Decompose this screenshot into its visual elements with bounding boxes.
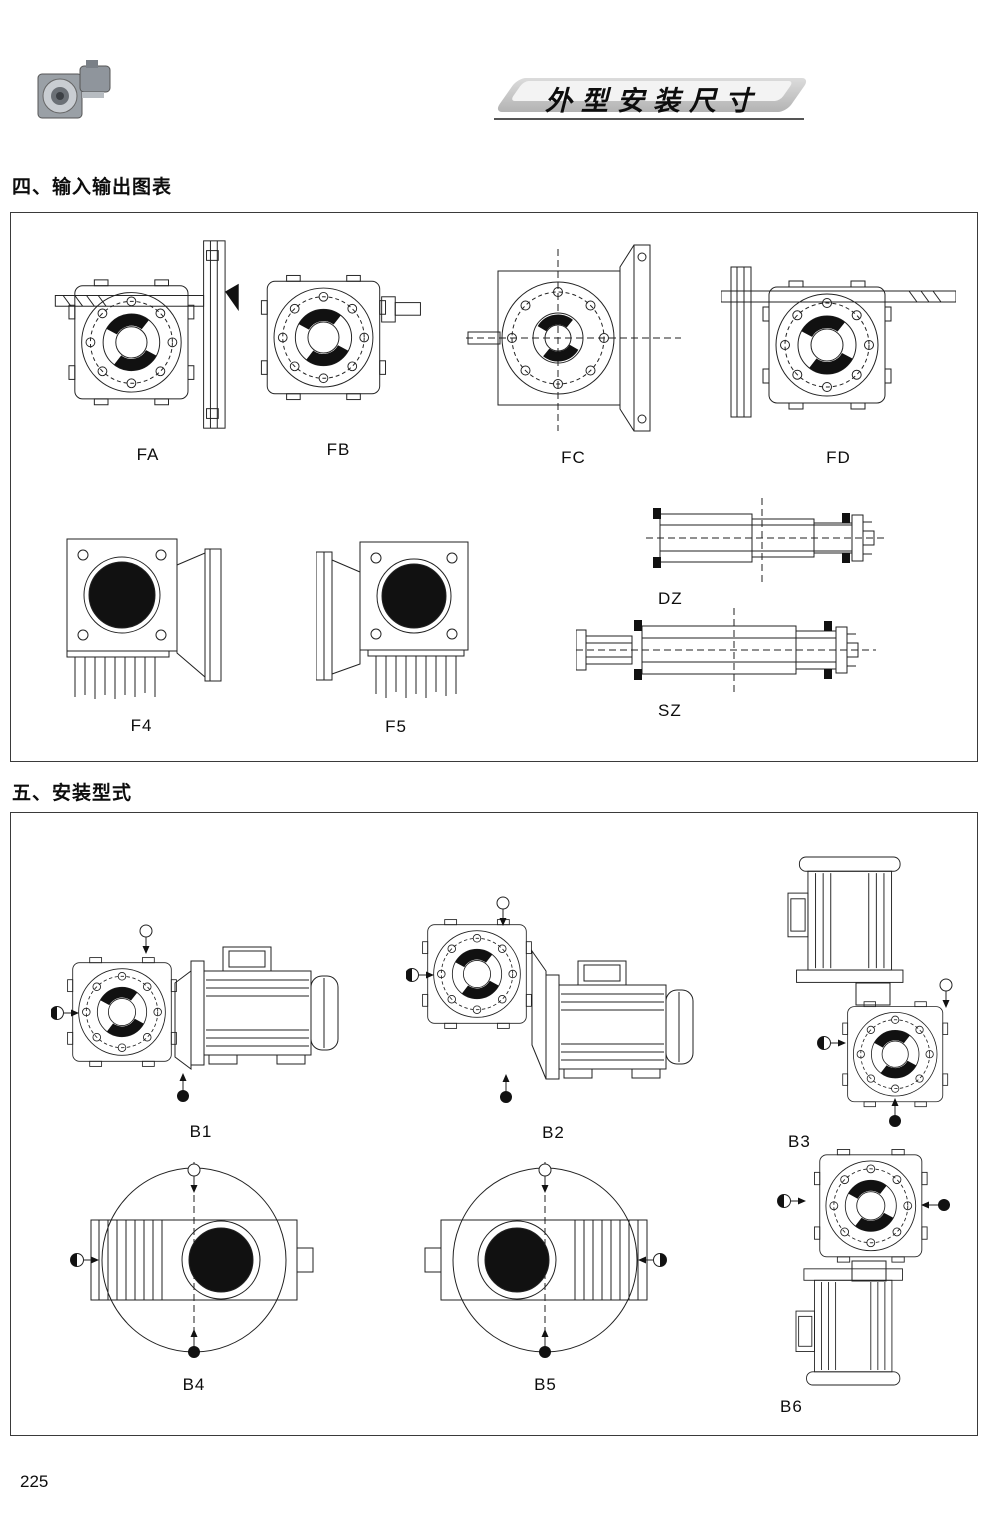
drawing-b6 — [777, 1143, 951, 1386]
section-mount-heading: 五、安装型式 — [12, 783, 133, 804]
figure-b3: B3 — [766, 843, 971, 1152]
mounting-types-frame: B1 B2 — [10, 812, 978, 1436]
figure-b2: B2 — [406, 895, 701, 1143]
drawing-sz — [576, 608, 876, 693]
drawing-fb — [251, 258, 421, 418]
figure-fc: FC — [466, 241, 681, 468]
drawing-fd — [721, 266, 956, 418]
io-diagrams-frame: FA FB — [10, 212, 978, 762]
figure-label-dz: DZ — [658, 589, 683, 608]
figure-label-fb: FB — [326, 440, 351, 459]
figure-label-fd: FD — [826, 448, 851, 467]
figure-label-f5: F5 — [385, 717, 407, 736]
figure-label-sz: SZ — [658, 701, 682, 720]
figure-b6: B6 — [766, 1143, 971, 1417]
figure-label-b6: B6 — [780, 1397, 803, 1416]
drawing-fa — [54, 240, 239, 429]
drawing-b3 — [787, 856, 971, 1128]
figure-label-b3: B3 — [788, 1132, 811, 1151]
figure-fb: FB — [251, 258, 426, 460]
figure-fa: FA — [53, 235, 243, 465]
header-banner: 外型安装尺寸 — [494, 74, 810, 124]
gearbox-photo-icon — [37, 60, 111, 119]
drawing-fc — [466, 244, 681, 432]
drawing-f5 — [316, 541, 469, 698]
drawing-b1 — [51, 924, 339, 1103]
drawing-b2 — [406, 896, 694, 1104]
drawing-b5 — [424, 1162, 667, 1359]
figure-label-b1: B1 — [189, 1122, 213, 1141]
figure-b5: B5 — [423, 1158, 668, 1395]
drawing-dz — [646, 498, 886, 583]
figure-label-f4: F4 — [130, 716, 153, 735]
page-header-title: 外型安装尺寸 — [545, 86, 761, 116]
figure-sz: SZ — [576, 608, 876, 721]
banner-underline — [494, 118, 804, 120]
figure-f5: F5 — [316, 518, 476, 737]
figure-b1: B1 — [51, 891, 351, 1142]
figure-label-b2: B2 — [542, 1123, 565, 1142]
figure-f4: F4 — [59, 513, 224, 736]
page-number: 225 — [20, 1472, 49, 1491]
figure-label-fa: FA — [136, 445, 160, 464]
figure-label-b5: B5 — [534, 1375, 557, 1394]
product-photo — [36, 56, 116, 132]
figure-fd: FD — [721, 255, 956, 468]
figure-b4: B4 — [69, 1158, 319, 1395]
drawing-b4 — [70, 1162, 314, 1359]
section-io-heading: 四、输入输出图表 — [12, 177, 173, 198]
figure-dz: DZ — [646, 498, 886, 609]
figure-label-b4: B4 — [182, 1375, 206, 1394]
drawing-f4 — [66, 538, 222, 699]
figure-label-fc: FC — [561, 448, 586, 467]
